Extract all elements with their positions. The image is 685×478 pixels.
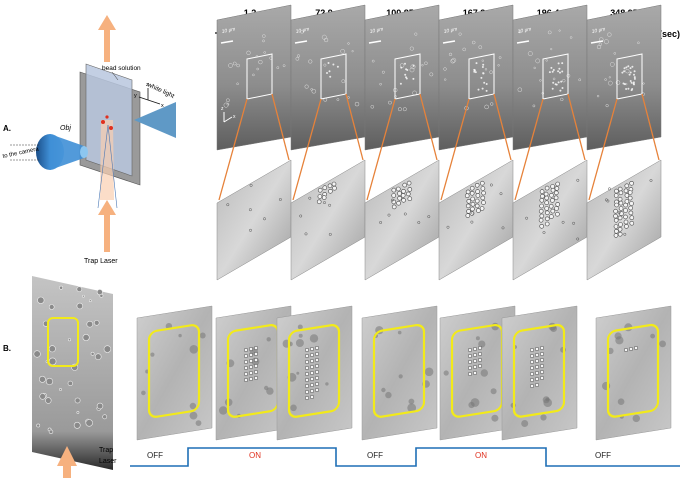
zoom-frame-4 bbox=[512, 159, 588, 281]
panel-b-frame-2 bbox=[276, 305, 353, 441]
svg-text:x: x bbox=[161, 103, 164, 109]
panel-b-frame-5 bbox=[501, 305, 578, 441]
overview-roi bbox=[47, 317, 79, 367]
zoom-frame-2 bbox=[364, 159, 440, 281]
panel-b-frame-0 bbox=[136, 305, 213, 441]
white-light-label: white light bbox=[145, 81, 175, 100]
roi-box bbox=[372, 323, 426, 418]
objective-label: Obj bbox=[60, 125, 71, 132]
timelapse-frame-0: 10 μm bbox=[216, 4, 292, 151]
timelapse-frame-3: 10 μm bbox=[438, 4, 514, 151]
roi-box bbox=[147, 324, 201, 418]
scale-bar-label: 10 μm bbox=[369, 26, 384, 35]
laser-state-4: OFF bbox=[595, 451, 611, 460]
laser-state-2: OFF bbox=[367, 451, 383, 460]
panel-b-trap-label-2: Laser bbox=[99, 458, 117, 465]
svg-text:z: z bbox=[221, 106, 224, 112]
trap-laser-label: Trap Laser bbox=[84, 258, 118, 265]
zoom-frames bbox=[216, 159, 662, 281]
setup-schematic: Obj to the camera white light bead solut… bbox=[2, 15, 176, 265]
zoom-frame-0 bbox=[216, 159, 292, 281]
roi-box bbox=[606, 323, 660, 418]
inset-axes: z x bbox=[221, 106, 236, 123]
panel-b-frames bbox=[136, 305, 672, 441]
timelapse-frame-1: 10 μm bbox=[290, 4, 366, 151]
panel-a-label: A. bbox=[3, 124, 11, 133]
svg-text:z: z bbox=[146, 82, 149, 88]
camera-label: to the camera bbox=[2, 146, 40, 160]
panel-b-frame-3 bbox=[361, 305, 438, 441]
time-mark-label: 1.2 bbox=[244, 8, 257, 18]
zoom-frame-3 bbox=[438, 159, 514, 281]
roi-box bbox=[512, 323, 566, 418]
laser-state-0: OFF bbox=[147, 451, 163, 460]
zoom-frame-5 bbox=[586, 159, 662, 281]
svg-text:x: x bbox=[233, 114, 236, 120]
time-mark-label: 72.9 bbox=[315, 8, 333, 18]
laser-state-1: ON bbox=[249, 451, 261, 460]
upward-beam-arrow bbox=[98, 15, 116, 62]
timelapse-frame-5: 10 μm bbox=[586, 4, 662, 151]
laser-signal bbox=[130, 447, 680, 467]
overview-image bbox=[32, 276, 113, 470]
laser-state-labels: OFF ON OFF ON OFF bbox=[147, 451, 611, 460]
panel-b-label: B. bbox=[3, 344, 11, 353]
panel-b-trap-arrow bbox=[57, 446, 77, 478]
trap-laser-arrow bbox=[98, 200, 116, 252]
white-light-arrow bbox=[134, 102, 176, 138]
roi-box bbox=[287, 324, 341, 418]
scale-bar-label: 10 μm bbox=[517, 26, 532, 35]
scale-bar-label: 10 μm bbox=[443, 26, 458, 35]
timelapse-frame-4: 10 μm bbox=[512, 4, 588, 151]
scale-bar-label: 10 μm bbox=[221, 26, 236, 35]
timelapse-frames: 10 μm 10 μm 10 μm 10 μm 10 μm 10 μm bbox=[216, 4, 662, 151]
zoom-connectors bbox=[218, 93, 660, 201]
bead-solution-label: bead solution bbox=[102, 65, 141, 72]
laser-state-3: ON bbox=[475, 451, 487, 460]
svg-text:y: y bbox=[134, 93, 137, 99]
panel-b-trap-label-1: Trap bbox=[99, 447, 113, 454]
zoom-frame-1 bbox=[290, 159, 366, 281]
scale-bar-label: 10 μm bbox=[295, 26, 310, 35]
timelapse-frame-2: 10 μm bbox=[364, 4, 440, 151]
scale-bar-label: 10 μm bbox=[591, 26, 606, 35]
panel-b-frame-6 bbox=[595, 305, 672, 441]
